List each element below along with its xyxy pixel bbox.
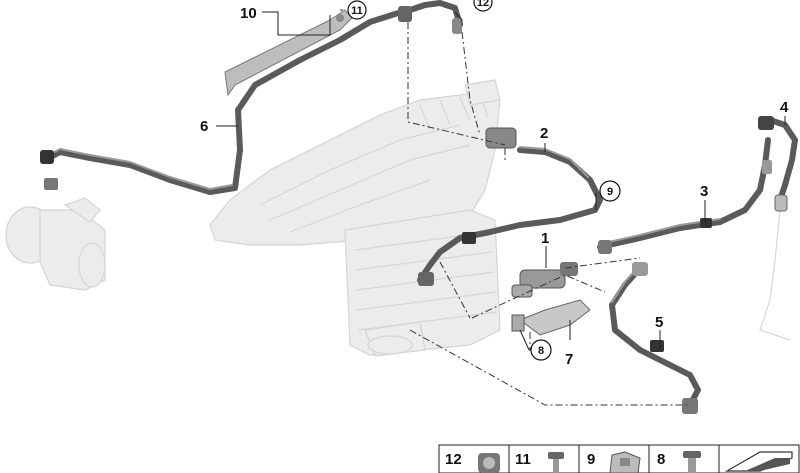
legend-cell-12: 12 bbox=[445, 451, 500, 473]
callout-5: 5 bbox=[655, 314, 663, 331]
hose-3 bbox=[597, 137, 771, 250]
callout-9: 9 bbox=[599, 180, 621, 202]
callout-6: 6 bbox=[200, 118, 208, 135]
callout-3: 3 bbox=[700, 183, 708, 200]
return-hose-ghost bbox=[759, 209, 791, 341]
callout-4: 4 bbox=[780, 99, 789, 116]
connectors bbox=[40, 6, 788, 414]
callout-12: 12 bbox=[473, 0, 493, 12]
callout-8-label: 8 bbox=[538, 345, 544, 357]
legend-number-11: 11 bbox=[515, 451, 531, 468]
clip-icon bbox=[609, 451, 641, 473]
legend-number-9: 9 bbox=[587, 451, 595, 468]
legend-cell-8: 8 bbox=[657, 451, 701, 473]
assembly-lines bbox=[407, 22, 690, 406]
callout-11: 11 bbox=[347, 0, 367, 20]
callout-8: 8 bbox=[530, 339, 552, 361]
hose-5 bbox=[609, 264, 701, 408]
callout-11-label: 11 bbox=[351, 5, 363, 17]
callout-9-label: 9 bbox=[607, 186, 613, 198]
intake-manifold bbox=[209, 79, 501, 246]
legend-number-12: 12 bbox=[445, 451, 462, 468]
valve-1 bbox=[511, 262, 578, 298]
holder-7 bbox=[511, 299, 591, 336]
legend-cell-11: 11 bbox=[515, 451, 564, 473]
arrow-icon bbox=[724, 451, 793, 472]
screw-icon bbox=[683, 451, 701, 473]
legend-cell-9: 9 bbox=[587, 451, 641, 473]
callout-10: 10 bbox=[240, 5, 257, 22]
hose-6 bbox=[42, 7, 413, 195]
legend-strip: 12 11 9 8 bbox=[438, 444, 800, 473]
callout-2: 2 bbox=[540, 125, 548, 142]
bracket-10 bbox=[224, 9, 353, 97]
callout-7: 7 bbox=[565, 351, 573, 368]
legend-number-8: 8 bbox=[657, 451, 665, 468]
air-intake-pipe bbox=[5, 197, 106, 291]
hose-4 bbox=[767, 117, 798, 203]
hose-2 bbox=[417, 146, 603, 283]
hose-clamp-icon bbox=[478, 453, 500, 473]
leader-lines bbox=[216, 9, 786, 351]
callout-12-label: 12 bbox=[477, 0, 489, 9]
bolt-icon bbox=[548, 452, 564, 473]
callout-1: 1 bbox=[541, 230, 549, 247]
